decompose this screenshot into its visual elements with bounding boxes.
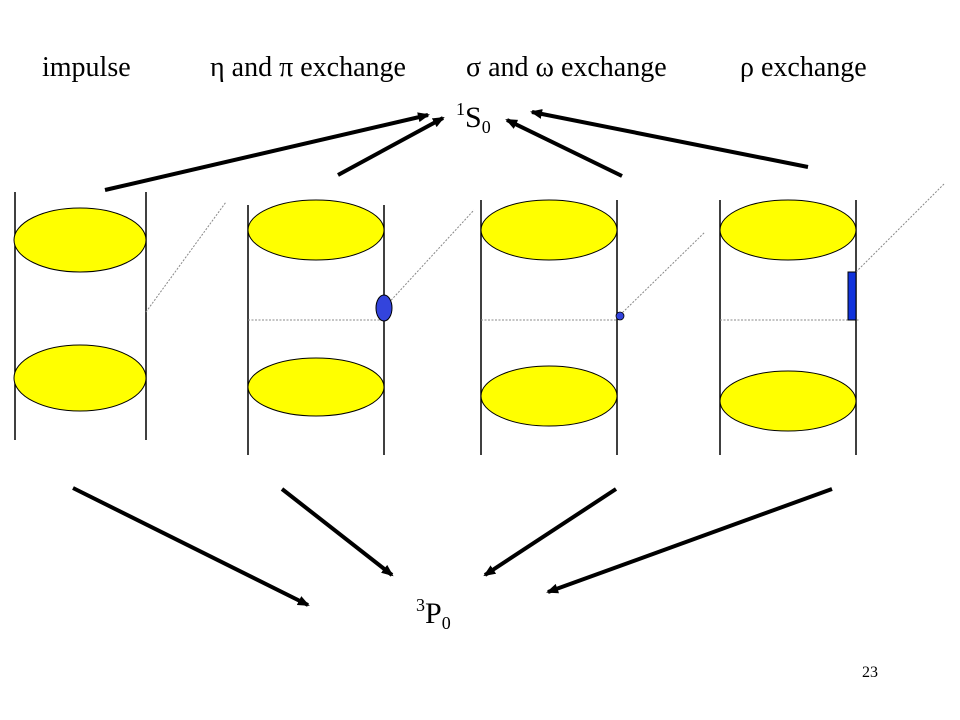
vertex-blob [375,294,393,322]
state-3p0-sup: 3 [416,595,425,615]
state-3p0-letter: P [425,597,442,630]
arrow-eta-pi-to-1s0 [337,116,445,177]
label-impulse: impulse [42,52,131,83]
photon-line [619,231,706,316]
arrow-sigma-omega-to-1s0 [505,118,623,178]
vertex-blob [615,311,625,321]
arrow-eta-pi-to-3p0 [280,487,394,577]
nucleon-bottom [247,357,385,417]
page-number: 23 [862,664,878,681]
diagram-impulse [13,192,227,440]
photon-line [383,209,475,309]
photon-line [855,183,945,273]
arrows-to-1s0 [104,109,809,192]
nucleon-bottom [719,370,857,432]
state-1s0-sup: 1 [456,99,465,119]
nucleon-bottom [13,344,147,412]
photon-line [145,201,227,313]
arrow-sigma-omega-to-3p0 [483,487,618,577]
arrows-to-3p0 [72,486,833,607]
state-1s0-letter: S [465,101,482,134]
vertex-contact-bar [847,271,857,321]
nucleon-top [247,199,385,261]
label-rho-exchange: ρ exchange [740,52,867,83]
state-1s0: 1S0 [456,100,491,136]
arrow-impulse-to-1s0 [104,112,430,192]
state-3p0: 3P0 [416,596,451,632]
state-3p0-sub: 0 [441,613,451,633]
nucleon-top [480,199,618,261]
diagram-rho-exchange [719,183,945,455]
state-1s0-sub: 0 [481,117,491,137]
label-eta-pi-exchange: η and π exchange [210,52,406,83]
nucleon-top [13,207,147,273]
nucleon-bottom [480,365,618,427]
diagram-sigma-omega-exchange [480,199,706,455]
label-sigma-omega-exchange: σ and ω exchange [466,52,667,83]
arrow-rho-to-1s0 [530,109,809,169]
diagram-eta-pi-exchange [247,199,475,455]
arrow-impulse-to-3p0 [72,486,310,607]
nucleon-top [719,199,857,261]
arrow-rho-to-3p0 [546,487,833,594]
